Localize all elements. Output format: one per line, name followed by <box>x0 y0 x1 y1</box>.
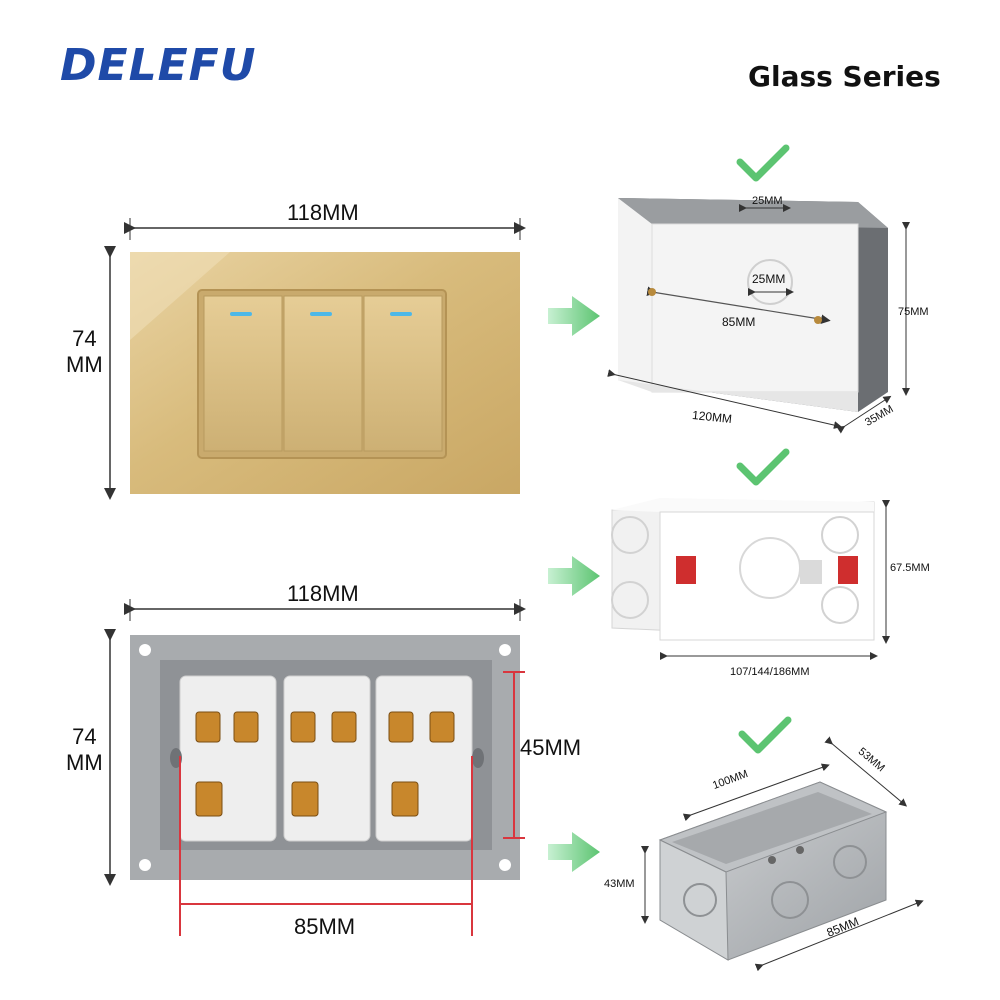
back-height-value: 74 <box>72 724 97 749</box>
arrow-right-icon <box>548 556 600 596</box>
box1-hole-spacing-label: 85MM <box>722 315 756 329</box>
box1-notch-label: 25MM <box>752 195 783 207</box>
box2-height-label: 67.5MM <box>890 562 930 574</box>
arrow-right-icon <box>548 832 600 872</box>
back-inner-height-label: 45MM <box>520 735 582 760</box>
box1-knockout-label: 25MM <box>752 272 786 286</box>
switch-panel-back <box>130 635 520 880</box>
mounting-box-plastic-white <box>618 198 888 412</box>
series-title: Glass Series <box>748 60 941 93</box>
brand-logo: DELEFU <box>60 40 257 91</box>
box2-length-label: 107/144/186MM <box>730 666 810 678</box>
mounting-box-plastic-modular <box>611 498 875 641</box>
back-width-label: 118MM <box>287 581 359 606</box>
front-width-label: 118MM <box>287 200 359 225</box>
check-icon <box>738 716 792 754</box>
mounting-box-metal <box>658 781 888 961</box>
indicator-led <box>390 312 412 316</box>
indicator-led <box>310 312 332 316</box>
back-height-unit: MM <box>66 750 103 775</box>
arrow-right-icon <box>548 296 600 336</box>
check-icon <box>736 144 790 182</box>
indicator-led <box>230 312 252 316</box>
box3-height-label: 43MM <box>604 878 635 890</box>
front-height-label: 74 MM <box>66 326 103 378</box>
back-height-label: 74 MM <box>66 724 103 776</box>
box1-height-label: 75MM <box>898 306 929 318</box>
check-icon <box>736 448 790 486</box>
front-height-value: 74 <box>72 326 97 351</box>
back-hole-spacing-label: 85MM <box>294 914 356 939</box>
front-height-unit: MM <box>66 352 103 377</box>
switch-panel-front <box>130 252 520 494</box>
